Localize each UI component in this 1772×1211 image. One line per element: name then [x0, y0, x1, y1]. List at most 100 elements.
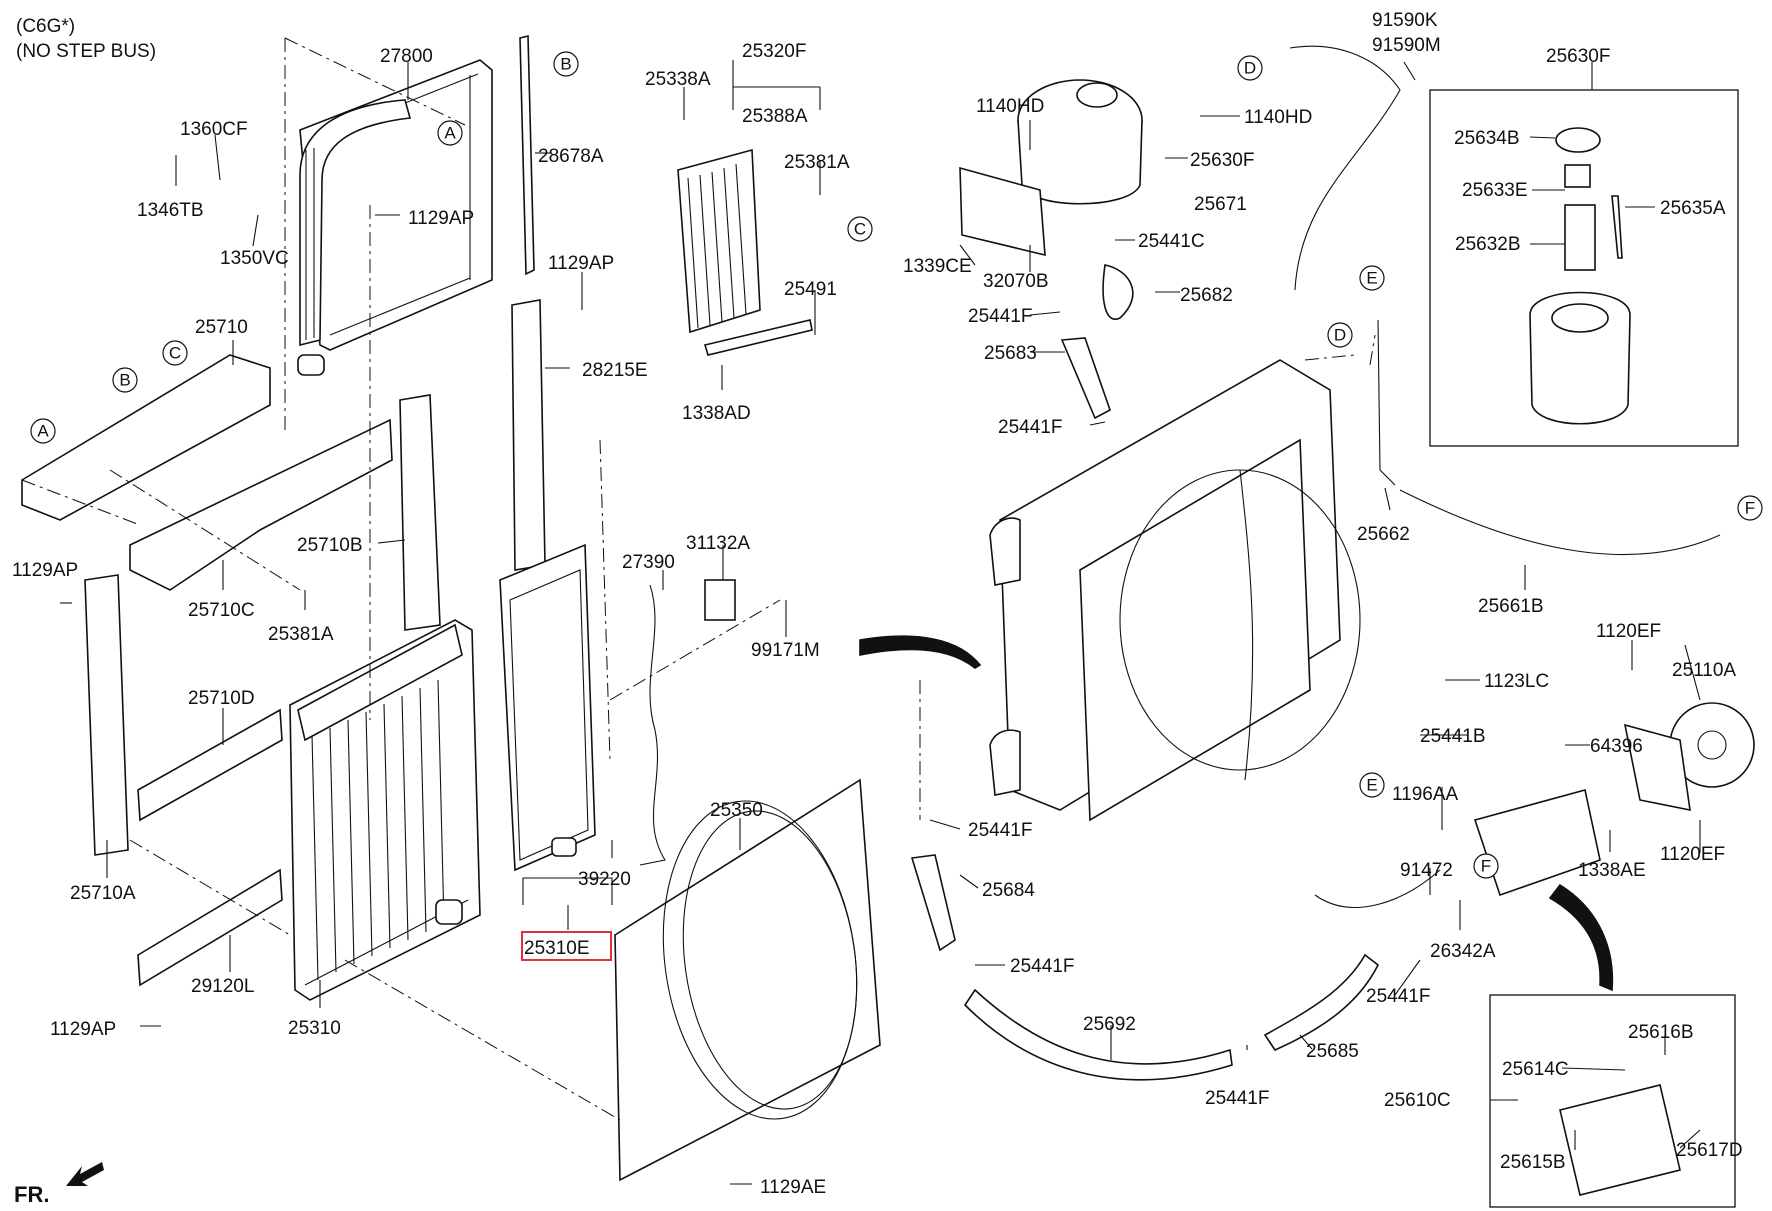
hose-25682-drawing — [1102, 264, 1134, 320]
sensor-wire-27390-drawing — [639, 584, 666, 866]
part-label: 25110A — [1672, 660, 1736, 681]
front-arrow-icon — [66, 1162, 104, 1186]
part-label: 25441F — [1366, 986, 1430, 1007]
part-label: 25630F — [1190, 150, 1254, 171]
part-label: 25710D — [188, 688, 255, 709]
part-label: 27390 — [622, 552, 675, 573]
front-marker-text: FR. — [14, 1182, 49, 1207]
part-label: 25615B — [1500, 1152, 1566, 1173]
part-label: 25662 — [1357, 524, 1410, 545]
part-label: 25350 — [710, 800, 763, 821]
part-label: 91590M — [1372, 35, 1441, 56]
part-label: 25710C — [188, 600, 255, 621]
part-label: 1123LC — [1484, 671, 1549, 692]
part-label: 25381A — [784, 152, 850, 173]
svg-text:C: C — [854, 220, 866, 239]
bracket-25710c-drawing — [129, 418, 393, 591]
ref-marker-f-2: F — [1473, 853, 1499, 879]
part-label: 25682 — [1180, 285, 1233, 306]
pipe-e-drawing — [1377, 319, 1396, 486]
inset-box-25630f — [1429, 89, 1739, 447]
part-label: 1338AD — [682, 403, 751, 424]
ref-markers: A B C C B A D D E E F F — [30, 51, 1763, 879]
header-line-2: (NO STEP BUS) — [16, 41, 156, 62]
part-labels: 27800 1360CF 1346TB 1129AP 1350VC 28678A… — [12, 10, 1743, 1198]
hose-25684-drawing — [910, 854, 956, 952]
fan-shroud-25350-drawing — [614, 778, 881, 1182]
part-label: 25671 — [1194, 194, 1247, 215]
dash-lines — [21, 37, 1376, 1121]
part-label: 25633E — [1462, 180, 1528, 201]
bracket-32070b-drawing — [959, 166, 1046, 257]
part-label: 25441F — [968, 820, 1032, 841]
part-label: 99171M — [751, 640, 820, 661]
part-label: 25617D — [1676, 1140, 1743, 1161]
part-label: 91590K — [1372, 10, 1438, 31]
part-label: 25683 — [984, 343, 1037, 364]
part-label: 28215E — [582, 360, 648, 381]
part-label: 1129AE — [760, 1177, 826, 1198]
callout-arrow-1 — [859, 635, 982, 669]
part-label: 1350VC — [220, 248, 289, 269]
svg-text:B: B — [119, 371, 130, 390]
radiator-25310-drawing — [289, 619, 481, 1001]
part-label: 28678A — [538, 146, 604, 167]
svg-text:A: A — [444, 124, 456, 143]
highlight-box-25310e — [521, 931, 612, 961]
svg-text:D: D — [1334, 326, 1346, 345]
part-label: 32070B — [983, 271, 1049, 292]
part-label: 25684 — [982, 880, 1035, 901]
ref-marker-a-2: A — [30, 418, 56, 444]
hose-91472-drawing — [1314, 869, 1441, 908]
hose-25692-drawing — [963, 988, 1233, 1081]
part-label: 25634B — [1454, 128, 1520, 149]
svg-text:D: D — [1244, 59, 1256, 78]
part-label: 91472 — [1400, 860, 1453, 881]
ref-marker-b-2: B — [112, 367, 138, 393]
front-marker: FR. — [14, 1162, 104, 1207]
part-label: 1140HD — [976, 96, 1044, 117]
inset-box-25610c — [1489, 994, 1736, 1208]
part-label: 25310E — [524, 938, 590, 959]
part-label: 64396 — [1590, 736, 1643, 757]
part-label: 25441F — [998, 417, 1062, 438]
part-label: 25616B — [1628, 1022, 1694, 1043]
ref-marker-a-1: A — [437, 120, 463, 146]
hose-25683-drawing — [1060, 337, 1111, 420]
part-label: 25320F — [742, 41, 806, 62]
ref-marker-c-1: C — [847, 216, 873, 242]
part-label: 1196AA — [1392, 784, 1459, 805]
callout-arrow-2 — [1548, 883, 1614, 992]
part-label: 1338AE — [1578, 860, 1646, 881]
part-label: 26342A — [1430, 941, 1496, 962]
post-25710b-drawing — [399, 394, 441, 631]
cooling-assembly-drawing — [989, 359, 1361, 822]
bracket-25710d-drawing — [137, 708, 283, 822]
part-label: 25310 — [288, 1018, 341, 1039]
part-label: 1360CF — [180, 119, 248, 140]
part-label: 1129AP — [548, 253, 614, 274]
part-label: 1120EF — [1660, 844, 1725, 865]
ref-marker-e-2: E — [1359, 772, 1385, 798]
svg-text:E: E — [1366, 269, 1377, 288]
part-label: 25630F — [1546, 46, 1610, 67]
part-label: 25685 — [1306, 1041, 1359, 1062]
part-label: 25710B — [297, 535, 363, 556]
ref-marker-b-1: B — [553, 51, 579, 77]
ref-marker-f-1: F — [1737, 495, 1763, 521]
part-label: 25338A — [645, 69, 711, 90]
post-25710a-drawing — [84, 574, 129, 856]
part-label: 25441F — [1205, 1088, 1269, 1109]
sensor-31132a-drawing — [704, 579, 736, 621]
part-label: 1129AP — [12, 560, 78, 581]
bracket-64396-drawing — [1623, 723, 1691, 812]
part-label: 1140HD — [1244, 107, 1312, 128]
part-label: 25710 — [195, 317, 248, 338]
part-label: 31132A — [686, 533, 750, 554]
part-label: 25441B — [1420, 726, 1486, 747]
inset-25630f-parts — [1529, 127, 1631, 425]
hose-25685-drawing — [1263, 953, 1380, 1052]
pipe-25661b-drawing — [1399, 489, 1721, 556]
part-label: 1120EF — [1596, 621, 1661, 642]
